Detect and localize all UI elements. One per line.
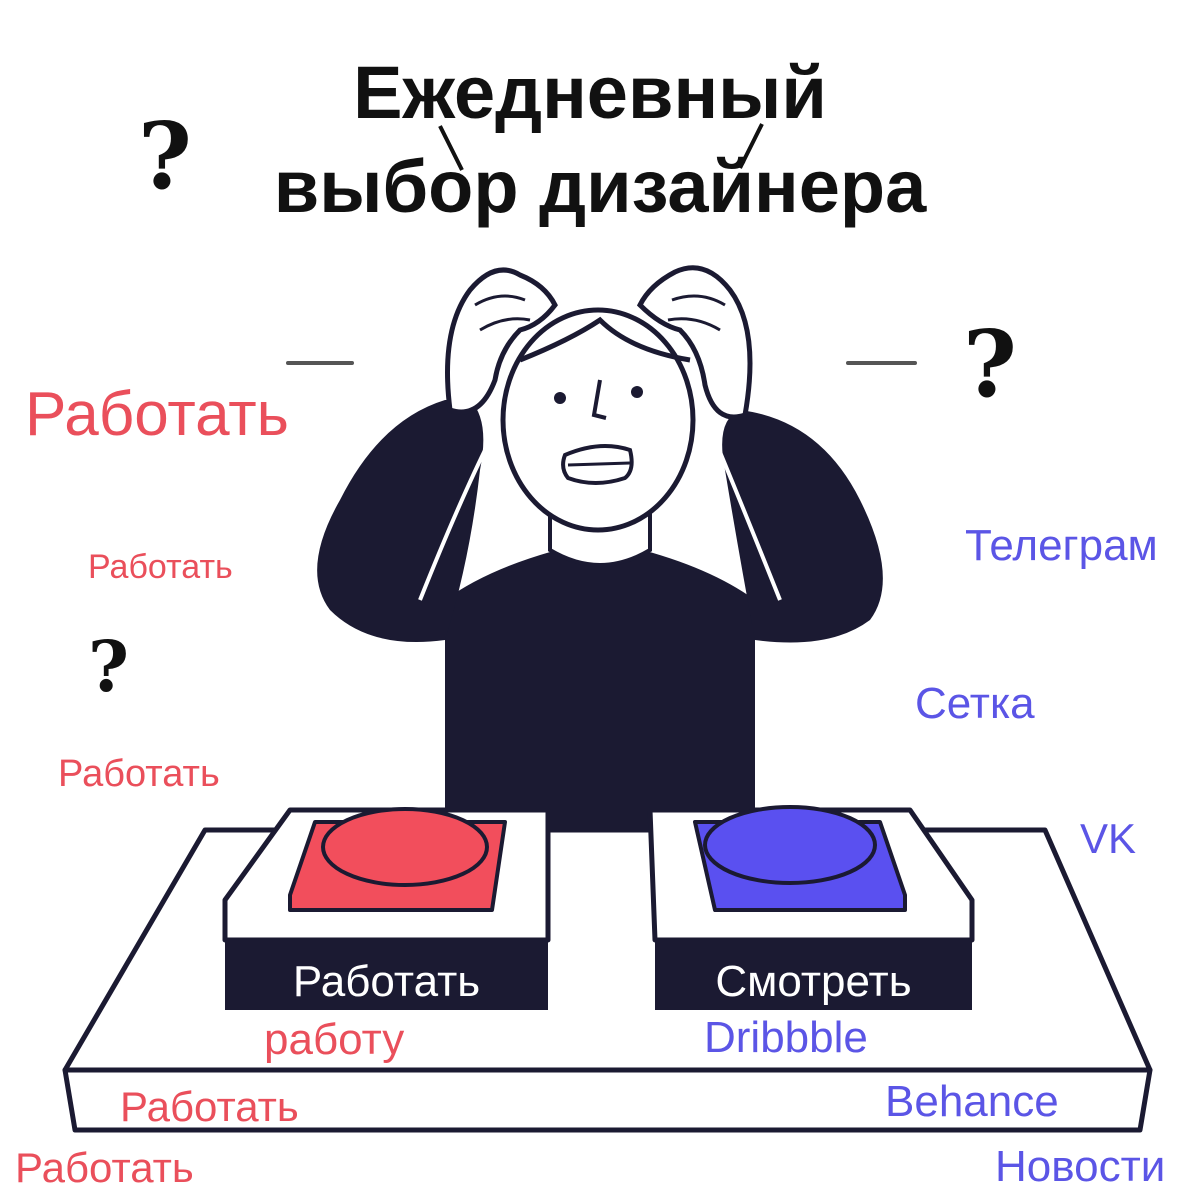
question-mark-icon: ? bbox=[138, 102, 192, 210]
left-word: Работать bbox=[58, 753, 220, 795]
left-arm bbox=[317, 400, 484, 642]
right-arm bbox=[722, 410, 883, 643]
question-mark-icon: ? bbox=[88, 625, 130, 708]
work-button-label[interactable]: Работать bbox=[292, 957, 481, 1006]
right-word: VK bbox=[1080, 815, 1137, 862]
left-hand bbox=[445, 267, 558, 415]
page-title-line2: выбор дизайнера bbox=[273, 145, 927, 228]
work-subtitle: работу bbox=[264, 1015, 405, 1064]
right-word: Телеграм bbox=[965, 521, 1158, 570]
left-word: Работать bbox=[15, 1144, 194, 1191]
head bbox=[500, 307, 696, 533]
question-mark-icon: ? bbox=[963, 310, 1017, 418]
right-eye bbox=[631, 386, 643, 398]
page-title-line1: Ежедневный bbox=[353, 51, 827, 134]
left-word: Работать bbox=[88, 548, 233, 586]
sweater-torso bbox=[445, 540, 755, 830]
watch-button-label[interactable]: Смотреть bbox=[715, 957, 912, 1006]
watch-subtitle: Dribbble bbox=[704, 1013, 868, 1062]
right-word: Behance bbox=[885, 1077, 1059, 1126]
right-word: Новости bbox=[995, 1142, 1166, 1191]
left-word: Работать bbox=[120, 1083, 299, 1130]
right-word: Сетка bbox=[915, 679, 1035, 728]
left-eye bbox=[554, 392, 566, 404]
left-word: Работать bbox=[25, 380, 289, 449]
